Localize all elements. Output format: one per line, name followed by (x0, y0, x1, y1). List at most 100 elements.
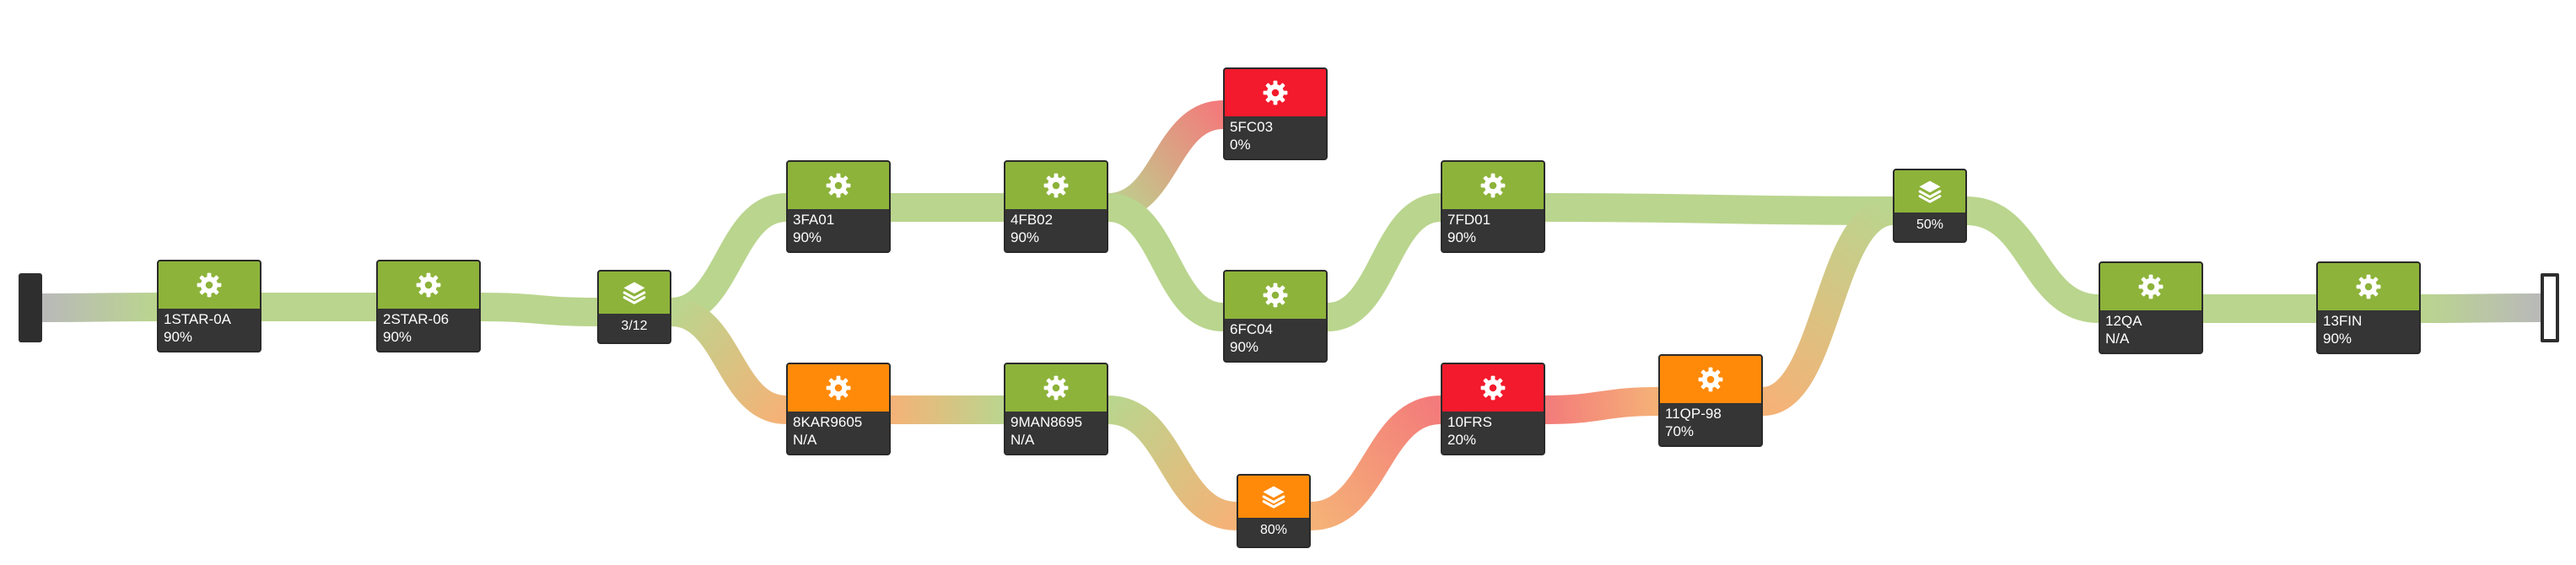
node-value: 50% (1916, 218, 1944, 232)
gear-icon (416, 272, 441, 298)
node-value: 90% (793, 229, 822, 245)
node-info: 12QA N/A (2100, 310, 2201, 352)
node-status-header (1442, 162, 1544, 209)
node-value: 70% (1665, 423, 1695, 439)
link-n11-to-g3 (1760, 196, 1895, 416)
link-g1-to-n3 (670, 193, 788, 326)
node-name: 8KAR9605 (793, 414, 863, 430)
node-name: 10FRS (1447, 414, 1492, 430)
node-status-header (1225, 69, 1326, 116)
node-value: 0% (1230, 137, 1251, 153)
node-name: 13FIN (2323, 313, 2363, 329)
link-g2-to-n10 (1309, 396, 1442, 530)
node-info: 50% (1894, 213, 1965, 241)
layers-icon (622, 282, 646, 304)
node-value: N/A (2105, 331, 2130, 347)
node-status-header (1225, 272, 1326, 319)
task-node-2star-06[interactable]: 2STAR-06 90% (376, 260, 481, 352)
gear-icon (1698, 367, 1723, 392)
node-status-header (599, 272, 670, 314)
node-value: 3/12 (621, 319, 648, 333)
node-value: 90% (1230, 339, 1259, 355)
node-status-header (1442, 364, 1544, 412)
node-name: 11QP-98 (1665, 406, 1722, 422)
gear-icon (1263, 80, 1288, 105)
gear-icon (826, 375, 851, 401)
node-status-header (1238, 476, 1309, 518)
link-g3-to-n12 (1965, 196, 2100, 323)
node-status-header (159, 261, 260, 309)
node-name: 6FC04 (1230, 321, 1274, 337)
node-info: 80% (1238, 518, 1309, 546)
layers-icon (1262, 486, 1285, 508)
group-node-g3[interactable]: 50% (1893, 169, 1967, 243)
node-status-header (1660, 356, 1761, 403)
task-node-5fc03[interactable]: 5FC03 0% (1223, 67, 1328, 160)
node-name: 2STAR-06 (383, 311, 450, 327)
node-name: 12QA (2105, 313, 2142, 329)
link-n13-to-end (2420, 293, 2541, 323)
gear-icon (1043, 173, 1069, 198)
node-name: 1STAR-0A (164, 311, 231, 327)
link-n7-to-g3 (1544, 193, 1894, 225)
gear-icon (826, 173, 851, 198)
node-status-header (1005, 162, 1107, 209)
node-value: 80% (1259, 523, 1288, 537)
node-name: 7FD01 (1447, 212, 1491, 228)
group-node-g2[interactable]: 80% (1237, 474, 1311, 548)
node-status-header (378, 261, 479, 309)
group-node-g1[interactable]: 3/12 (597, 270, 671, 344)
link-g1-to-n8 (670, 298, 788, 424)
node-info: 10FRS 20% (1442, 412, 1544, 454)
end-terminal (2541, 273, 2559, 342)
link-n2-to-g1 (480, 293, 598, 326)
link-start-to-n1 (41, 293, 158, 322)
link-n6-to-n7 (1326, 193, 1442, 331)
task-node-10frs[interactable]: 10FRS 20% (1441, 363, 1545, 455)
node-value: 90% (1010, 229, 1040, 245)
gear-icon (2356, 274, 2381, 299)
node-value: 90% (383, 329, 412, 345)
node-value: 20% (1447, 432, 1477, 448)
node-status-header (2100, 263, 2201, 310)
node-status-header (2318, 263, 2419, 310)
node-name: 9MAN8695 (1010, 414, 1083, 430)
node-name: 5FC03 (1230, 119, 1274, 135)
task-node-6fc04[interactable]: 6FC04 90% (1223, 270, 1328, 363)
task-node-1star-0a[interactable]: 1STAR-0A 90% (157, 260, 261, 352)
gear-icon (2138, 274, 2164, 299)
node-name: 3FA01 (793, 212, 835, 228)
layers-icon (1918, 180, 1942, 203)
node-info: 5FC03 0% (1225, 116, 1326, 159)
gear-icon (1043, 375, 1069, 401)
node-info: 1STAR-0A 90% (159, 309, 260, 351)
node-status-header (1005, 364, 1107, 412)
node-status-header (788, 364, 889, 412)
node-value: N/A (793, 432, 817, 448)
node-value: 90% (164, 329, 193, 345)
node-name: 4FB02 (1010, 212, 1054, 228)
link-n9-to-g2 (1107, 396, 1238, 530)
start-terminal (19, 273, 42, 342)
node-value: 90% (1447, 229, 1477, 245)
gear-icon (1480, 173, 1506, 198)
link-n4-to-n6 (1107, 193, 1225, 331)
node-value: N/A (1010, 432, 1035, 448)
task-node-12qa[interactable]: 12QA N/A (2099, 261, 2203, 354)
